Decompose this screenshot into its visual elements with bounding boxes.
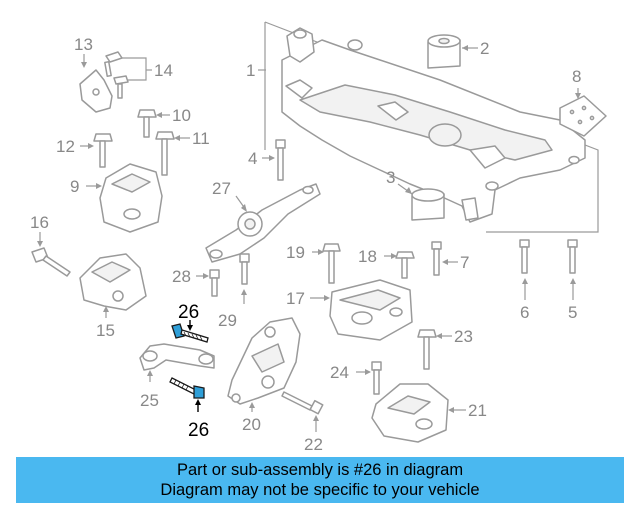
label-12: 12 <box>56 137 75 156</box>
bolt-part-23[interactable] <box>417 329 452 370</box>
mount-part-2[interactable] <box>427 34 478 69</box>
parts-diagram: 1 2 3 8 6 5 <box>30 21 607 454</box>
bolt-part-14[interactable] <box>104 51 152 99</box>
rod-part-25[interactable] <box>139 343 215 382</box>
bolt-part-5[interactable] <box>567 239 578 300</box>
label-10: 10 <box>172 106 191 125</box>
label-19: 19 <box>286 243 305 262</box>
label-24: 24 <box>330 363 349 382</box>
bolt-part-4[interactable] <box>262 139 286 181</box>
label-9: 9 <box>70 177 79 196</box>
bolt-part-11[interactable] <box>155 131 190 176</box>
label-18: 18 <box>358 247 377 266</box>
mount-part-15[interactable] <box>79 253 147 318</box>
label-3: 3 <box>386 168 395 187</box>
label-20: 20 <box>242 415 261 434</box>
mount-part-21[interactable] <box>371 383 466 443</box>
bolt-part-7[interactable] <box>431 241 458 276</box>
label-4: 4 <box>248 149 257 168</box>
label-27: 27 <box>212 179 231 198</box>
label-17: 17 <box>286 289 305 308</box>
bolt-part-12[interactable] <box>80 133 113 168</box>
bolt-part-26-upper[interactable] <box>171 320 209 343</box>
label-29: 29 <box>218 311 237 330</box>
mount-part-3[interactable] <box>397 183 445 221</box>
bolt-part-19[interactable] <box>312 243 341 284</box>
label-2: 2 <box>480 39 489 58</box>
label-7: 7 <box>460 253 469 272</box>
label-5: 5 <box>568 303 577 322</box>
bolt-part-29[interactable] <box>239 253 250 304</box>
bolt-part-10[interactable] <box>137 109 170 138</box>
subframe-part-1[interactable] <box>264 21 599 233</box>
bolt-part-28[interactable] <box>196 269 220 297</box>
mount-part-9[interactable] <box>86 163 163 233</box>
label-6: 6 <box>520 303 529 322</box>
bolt-part-26-lower[interactable] <box>169 377 205 412</box>
mount-part-17[interactable] <box>310 279 413 341</box>
info-banner: Part or sub-assembly is #26 in diagram D… <box>16 457 624 503</box>
bolt-part-24[interactable] <box>356 361 382 395</box>
label-21: 21 <box>468 401 487 420</box>
banner-line-1: Part or sub-assembly is #26 in diagram <box>176 461 464 479</box>
bolt-part-22[interactable] <box>281 391 324 432</box>
bracket-part-13[interactable] <box>79 54 113 113</box>
label-22: 22 <box>304 435 323 454</box>
bolt-part-16[interactable] <box>31 232 71 277</box>
label-13: 13 <box>74 35 93 54</box>
label-16: 16 <box>30 213 49 232</box>
label-25: 25 <box>140 391 159 410</box>
bolt-part-6[interactable] <box>519 239 530 300</box>
label-14: 14 <box>154 61 173 80</box>
label-8: 8 <box>572 67 581 86</box>
label-26-lower: 26 <box>188 420 209 441</box>
banner-line-2: Diagram may not be specific to your vehi… <box>160 481 480 499</box>
label-26-upper: 26 <box>178 302 199 323</box>
bracket-part-8[interactable] <box>559 88 607 137</box>
torque-arm-part-27[interactable] <box>205 183 321 263</box>
bolt-part-18[interactable] <box>384 251 415 279</box>
label-28: 28 <box>172 267 191 286</box>
label-15: 15 <box>96 321 115 340</box>
label-11: 11 <box>192 129 210 148</box>
label-1: 1 <box>246 61 255 80</box>
label-23: 23 <box>454 327 473 346</box>
bracket-part-20[interactable] <box>227 317 301 412</box>
